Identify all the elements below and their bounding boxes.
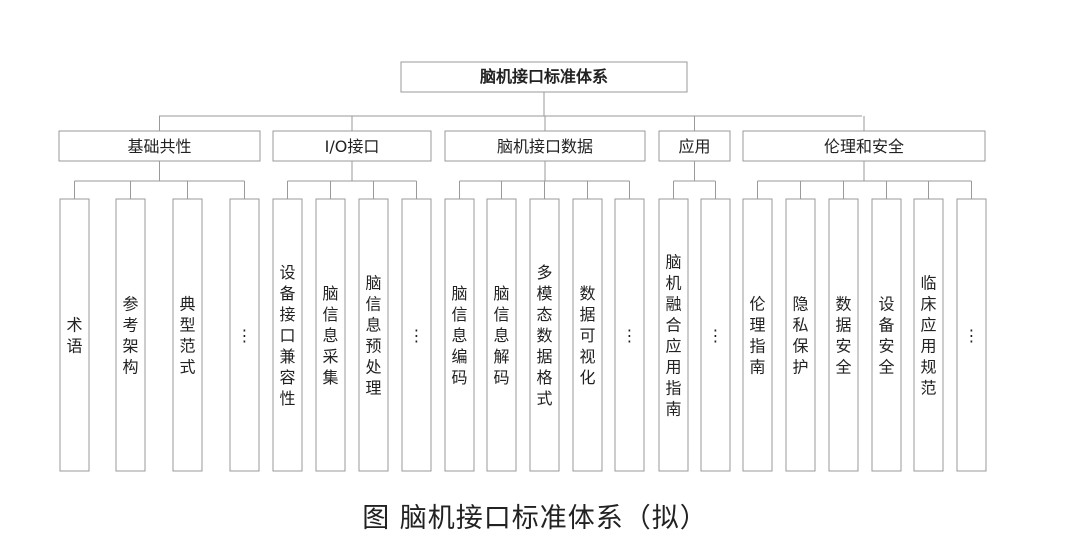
category-label: I/O接口 [325, 137, 380, 156]
item-box [229, 198, 260, 472]
item-box [871, 198, 902, 472]
item-label: 参考架构 [122, 295, 138, 377]
item-label: ⋮ [237, 326, 253, 345]
item-box [115, 198, 146, 472]
item-label: ⋮ [708, 326, 724, 345]
root-node-box [400, 61, 688, 93]
item-box [401, 198, 432, 472]
category-box [58, 130, 261, 162]
item-box [785, 198, 816, 472]
item-box [358, 198, 389, 472]
item-box [828, 198, 859, 472]
item-label: 设备安全 [878, 295, 894, 377]
item-label: 脑信息采集 [322, 284, 338, 387]
item-label: ⋮ [409, 326, 425, 345]
item-box [315, 198, 346, 472]
item-box [742, 198, 773, 472]
item-label: 脑机融合应用指南 [665, 253, 681, 419]
item-label: 典型范式 [179, 295, 195, 377]
item-box [913, 198, 944, 472]
item-box [59, 198, 90, 472]
category-label: 基础共性 [127, 137, 191, 156]
figure-caption: 图 脑机接口标准体系（拟） [362, 503, 708, 534]
item-box [486, 198, 517, 472]
item-box [700, 198, 731, 472]
category-box [742, 130, 986, 162]
item-box [529, 198, 560, 472]
category-box [658, 130, 731, 162]
item-label: 设备接口兼容性 [279, 263, 295, 408]
item-box [444, 198, 475, 472]
category-box [444, 130, 646, 162]
item-box [614, 198, 645, 472]
category-label: 脑机接口数据 [497, 137, 593, 156]
item-label: 脑信息编码 [451, 284, 467, 387]
item-label: 临床应用规范 [920, 274, 936, 398]
item-label: ⋮ [964, 326, 980, 345]
item-label: 伦理指南 [749, 295, 765, 377]
item-label: 脑信息预处理 [365, 274, 381, 398]
item-label: 术语 [66, 316, 82, 356]
item-box [272, 198, 303, 472]
category-box [272, 130, 432, 162]
item-label: ⋮ [622, 326, 638, 345]
root-node-label: 脑机接口标准体系 [480, 67, 608, 86]
category-label: 应用 [678, 137, 710, 156]
item-box [572, 198, 603, 472]
item-label: 数据安全 [835, 295, 851, 377]
item-label: 脑信息解码 [493, 284, 509, 387]
item-box [658, 198, 689, 472]
item-label: 多模态数据格式 [536, 263, 552, 408]
item-label: 隐私保护 [792, 295, 808, 377]
item-box [956, 198, 987, 472]
item-label: 数据可视化 [579, 284, 595, 387]
item-box [172, 198, 203, 472]
category-label: 伦理和安全 [824, 137, 904, 156]
